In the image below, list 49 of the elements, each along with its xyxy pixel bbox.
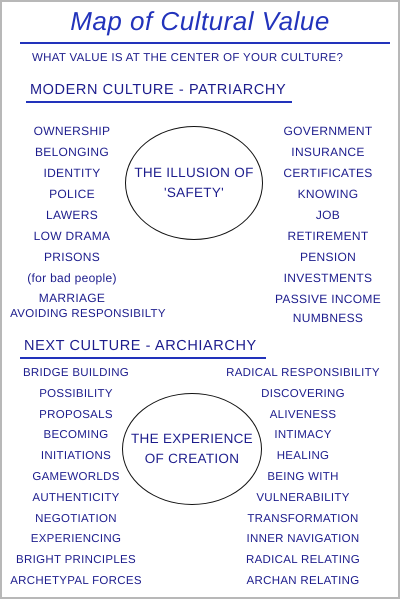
- section-heading: NEXT CULTURE - ARCHIARCHY: [24, 338, 257, 354]
- value-label: NEGOTIATION: [35, 512, 117, 525]
- value-label: DISCOVERING: [261, 388, 345, 400]
- value-label: IDENTITY: [43, 166, 101, 180]
- value-label: BRIGHT PRINCIPLES: [16, 554, 136, 566]
- value-label: INVESTMENTS: [284, 271, 372, 285]
- value-label: (for bad people): [27, 271, 117, 285]
- value-label: ARCHETYPAL FORCES: [10, 575, 142, 587]
- value-label: AVOIDING RESPONSIBILTY: [10, 308, 166, 320]
- value-label: POLICE: [49, 187, 95, 201]
- ellipse-text: THE ILLUSION OF 'SAFETY': [133, 164, 255, 202]
- value-label: GOVERNMENT: [284, 124, 372, 138]
- section-heading: MODERN CULTURE - PATRIARCHY: [30, 82, 286, 98]
- value-label: INTIMACY: [274, 429, 332, 442]
- value-label: GAMEWORLDS: [32, 471, 120, 483]
- value-label: BECOMING: [44, 429, 108, 442]
- value-label: PROPOSALS: [39, 408, 113, 421]
- value-label: LAWERS: [46, 208, 98, 222]
- value-label: NUMBNESS: [292, 311, 364, 325]
- value-label: AUTHENTICITY: [32, 492, 120, 504]
- value-label: RADICAL RESPONSIBILITY: [226, 367, 380, 379]
- value-label: ALIVENESS: [270, 408, 336, 421]
- value-label: RADICAL RELATING: [246, 554, 360, 566]
- value-ellipse: [125, 126, 263, 240]
- value-label: INITIATIONS: [40, 450, 112, 462]
- value-label: PRISONS: [44, 250, 100, 264]
- value-label: ARCHAN RELATING: [246, 575, 360, 587]
- value-label: KNOWING: [298, 187, 358, 201]
- value-label: OWNERSHIP: [34, 124, 110, 138]
- subtitle: WHAT VALUE IS AT THE CENTER OF YOUR CULTURE?: [32, 52, 344, 64]
- value-label: INNER NAVIGATION: [246, 533, 360, 546]
- value-label: BRIDGE BUILDING: [22, 367, 130, 379]
- value-label: CERTIFICATES: [283, 166, 373, 180]
- value-label: EXPERIENCING: [30, 533, 122, 546]
- value-label: MARRIAGE: [38, 291, 106, 305]
- value-label: PASSIVE INCOME: [275, 292, 381, 306]
- title: Map of Cultural Value: [69, 6, 331, 37]
- ellipse-text: THE EXPERIENCE OF CREATION: [130, 430, 254, 468]
- value-label: POSSIBILITY: [39, 388, 113, 400]
- value-label: RETIREMENT: [288, 229, 368, 243]
- value-label: VULNERABILITY: [256, 492, 350, 504]
- value-label: TRANSFORMATION: [247, 512, 359, 525]
- value-label: BEING WITH: [267, 471, 339, 483]
- value-label: PENSION: [300, 250, 356, 264]
- value-label: BELONGING: [34, 145, 110, 159]
- value-label: JOB: [316, 208, 340, 222]
- value-label: HEALING: [276, 450, 330, 462]
- value-label: LOW DRAMA: [34, 229, 110, 243]
- value-label: INSURANCE: [291, 145, 365, 159]
